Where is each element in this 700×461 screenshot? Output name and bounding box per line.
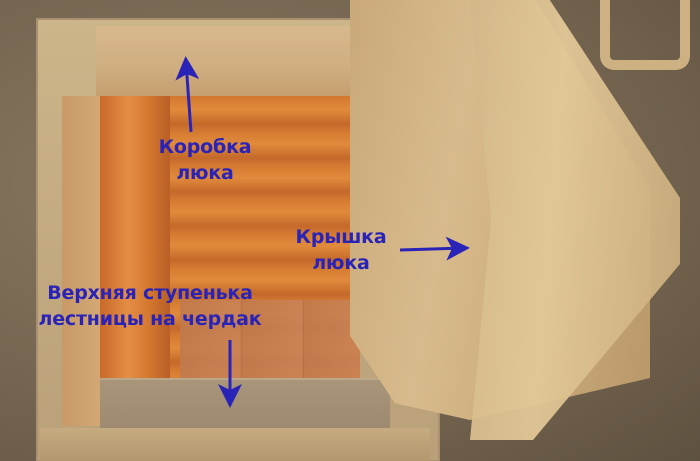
label-top-step: Верхняя ступенька лестницы на чердак <box>0 280 300 332</box>
shaft-log-wall <box>100 96 170 416</box>
label-hatch-lid-line2: люка <box>312 252 370 274</box>
hatch-box-left-board <box>62 96 100 426</box>
hatch-sill <box>40 428 430 461</box>
label-top-step-line1: Верхняя ступенька <box>47 282 253 304</box>
arrow-right-icon <box>399 236 470 261</box>
label-hatch-box-line1: Коробка <box>158 136 252 158</box>
label-hatch-box-line2: люка <box>176 162 234 184</box>
arrow-up-icon <box>175 56 200 133</box>
label-top-step-line2: лестницы на чердак <box>38 308 262 330</box>
label-hatch-lid: Крышка люка <box>282 224 400 276</box>
label-hatch-lid-line1: Крышка <box>295 226 387 248</box>
lid-handle <box>600 0 690 70</box>
label-hatch-box: Коробка люка <box>140 134 270 186</box>
